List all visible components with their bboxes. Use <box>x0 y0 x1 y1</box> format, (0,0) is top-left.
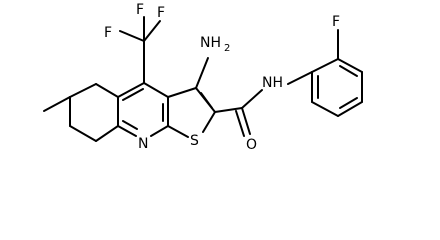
fluorine-atom: F <box>157 5 165 21</box>
double-bond <box>339 65 358 77</box>
bond <box>337 101 363 117</box>
bond <box>69 83 97 98</box>
thiophene-ring <box>167 87 216 138</box>
bond <box>214 107 243 113</box>
amino-subscript: 2 <box>224 43 230 54</box>
bond <box>241 107 251 135</box>
carbonyl-oxygen-label: O <box>246 137 257 153</box>
cyclohexane-ring <box>69 83 119 142</box>
bond <box>337 58 363 73</box>
pyridine-nitrogen-label: N <box>138 136 148 152</box>
molecule-drawing: F F F NH 2 NH O N S F <box>43 2 363 153</box>
fluorophenyl-ring <box>311 29 363 117</box>
double-bond <box>200 92 213 109</box>
bond <box>95 125 119 142</box>
bond <box>119 30 145 42</box>
bond <box>167 87 197 98</box>
bond <box>311 101 339 117</box>
amino-bond <box>195 57 209 89</box>
bond <box>69 125 97 142</box>
aryl-fluorine-label: F <box>332 14 340 30</box>
amide-nh-label: NH <box>262 75 283 91</box>
pyridine-ring <box>117 82 169 137</box>
chemical-structure: F F F NH 2 NH O N S F <box>43 2 363 153</box>
bond <box>95 83 119 98</box>
double-bond <box>339 97 358 109</box>
bond <box>241 89 263 109</box>
bond <box>311 58 339 73</box>
bond <box>117 125 137 137</box>
bond <box>143 82 169 98</box>
methyl-bond <box>43 96 71 112</box>
trifluoromethyl-group <box>119 16 161 84</box>
thiophene-sulfur-label: S <box>190 133 199 149</box>
double-bond <box>122 88 144 101</box>
double-bond <box>122 120 138 130</box>
carboxamide-group <box>214 71 313 137</box>
fluorine-atom: F <box>104 25 112 41</box>
double-bond <box>235 110 245 137</box>
bond <box>150 125 169 137</box>
bond <box>143 20 161 42</box>
bond <box>167 125 189 138</box>
bond <box>117 82 145 98</box>
fluorine-atom: F <box>136 2 144 18</box>
bond <box>287 71 313 85</box>
bond <box>202 111 216 133</box>
amino-label: NH <box>200 35 221 51</box>
